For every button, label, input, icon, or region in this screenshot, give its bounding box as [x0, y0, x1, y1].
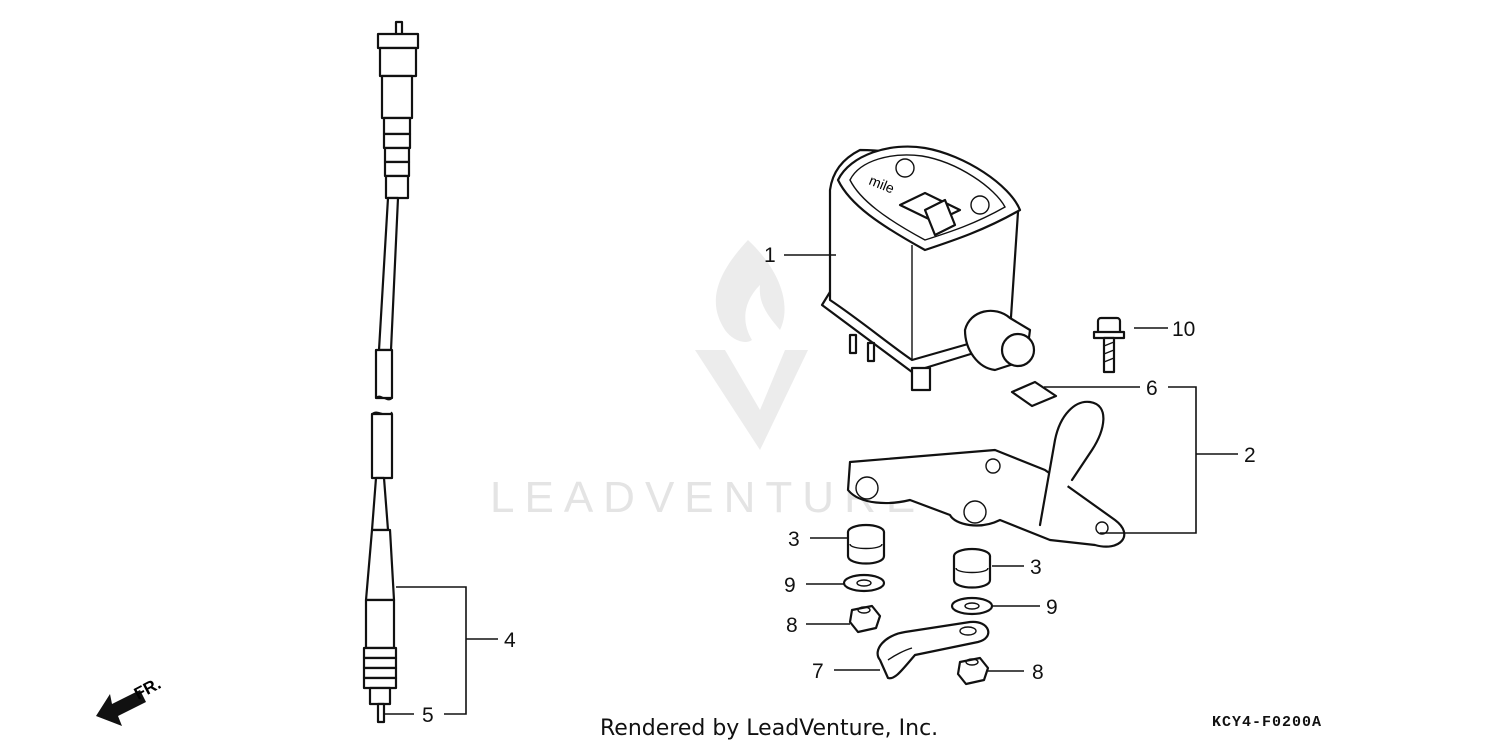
pad[interactable] — [1010, 380, 1058, 408]
meter-bracket[interactable] — [846, 400, 1126, 548]
callout-6: 6 — [1146, 377, 1158, 400]
watermark-brand: LEADVENTURE — [490, 473, 925, 522]
grommet-right[interactable] — [952, 547, 992, 589]
diagram-code: KCY4-F0200A — [1212, 714, 1323, 731]
callout-3-right: 3 — [1030, 556, 1042, 579]
callout-9-left: 9 — [784, 574, 796, 597]
grommet-left[interactable] — [846, 523, 886, 565]
render-credit: Rendered by LeadVenture, Inc. — [600, 716, 939, 741]
callout-3-left: 3 — [788, 528, 800, 551]
callout-5: 5 — [422, 704, 434, 727]
callout-10: 10 — [1172, 318, 1195, 341]
nut-right[interactable] — [956, 656, 990, 686]
leader-lines — [384, 254, 1238, 715]
callout-labels: 1 2 3 3 4 5 6 7 8 8 9 9 10 — [422, 244, 1256, 727]
leadventure-watermark: LEADVENTURE — [490, 240, 925, 522]
callout-9-right: 9 — [1046, 596, 1058, 619]
meter-unit[interactable]: mile — [820, 145, 1036, 392]
washer-left[interactable] — [842, 573, 886, 593]
meter-cable[interactable] — [362, 20, 420, 724]
callout-2: 2 — [1244, 444, 1256, 467]
callout-7: 7 — [812, 660, 824, 683]
nut-left[interactable] — [848, 604, 882, 634]
callout-8-right: 8 — [1032, 661, 1044, 684]
v-logo-icon — [695, 350, 808, 450]
inner-cable-tip[interactable] — [376, 702, 386, 724]
washer-right[interactable] — [950, 596, 994, 616]
callout-8-left: 8 — [786, 614, 798, 637]
flame-icon — [715, 240, 785, 342]
bolt[interactable] — [1092, 316, 1126, 374]
arrow-icon — [96, 690, 146, 726]
front-direction-indicator: FR. — [96, 674, 164, 726]
callout-4: 4 — [504, 629, 516, 652]
cable-clamp[interactable] — [876, 620, 990, 680]
callout-1: 1 — [764, 244, 776, 267]
